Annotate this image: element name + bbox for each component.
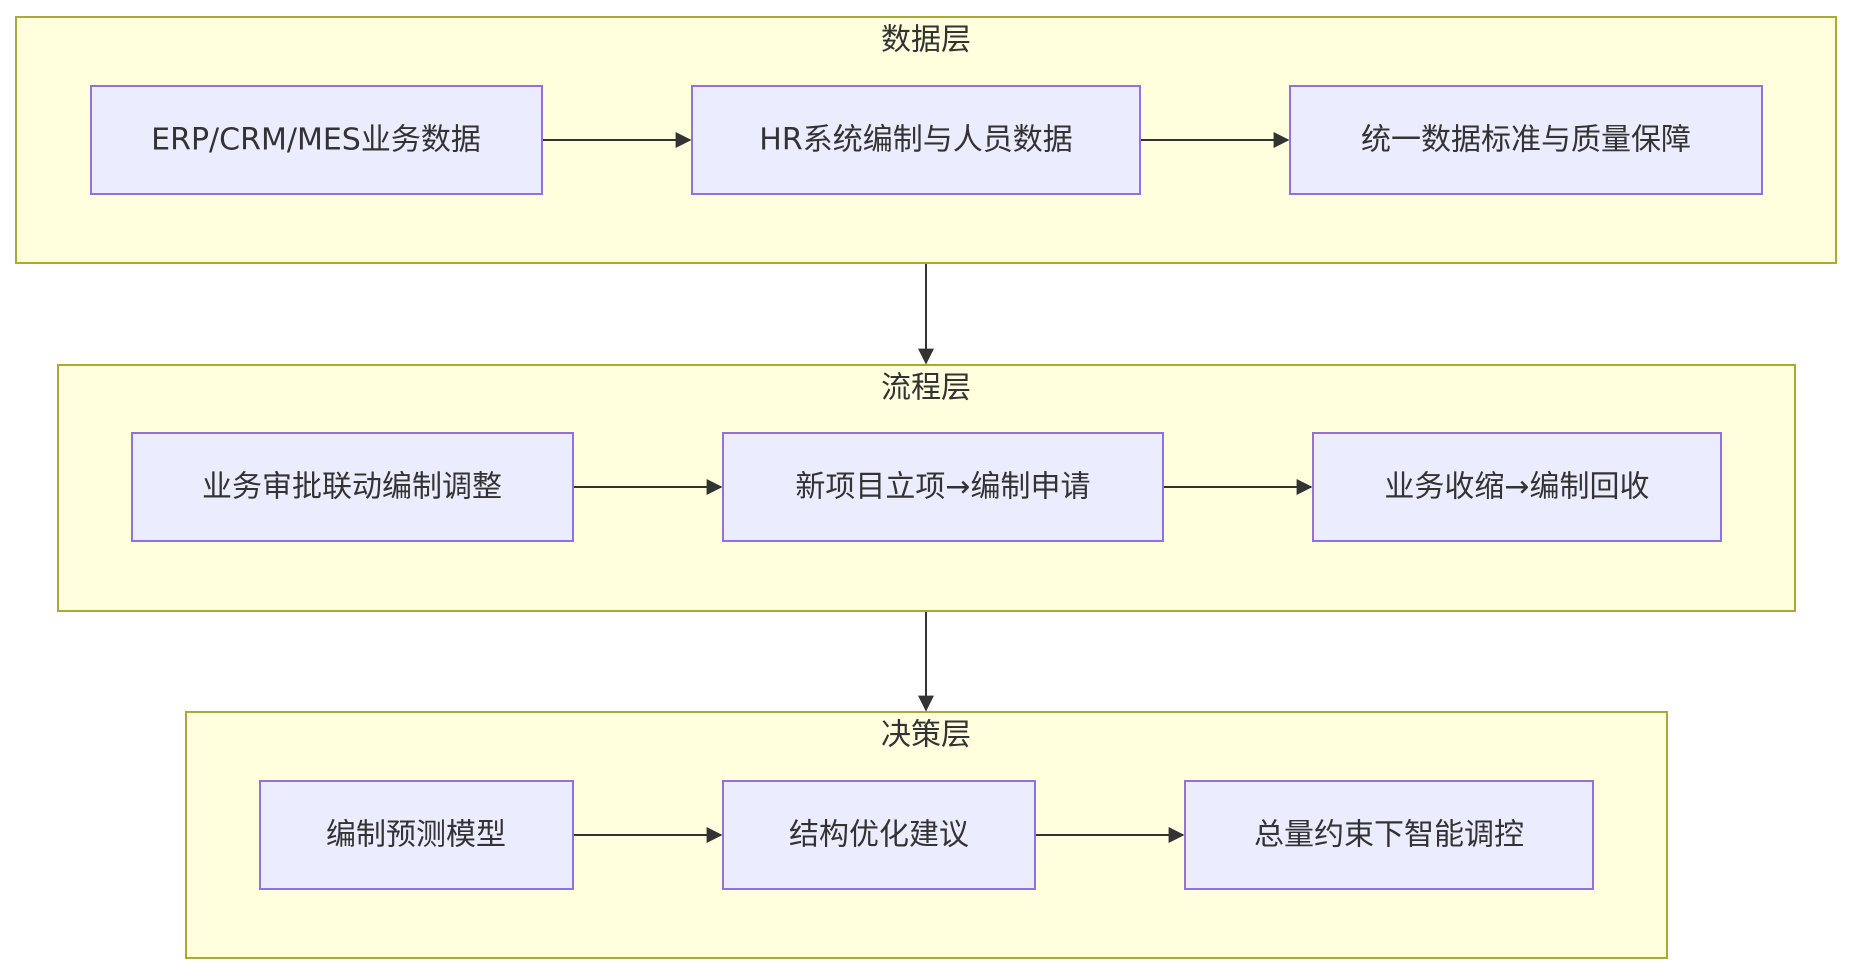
node-forecast-model-box xyxy=(259,780,574,890)
node-business-shrink: 业务收缩→编制回收 xyxy=(1312,432,1722,542)
node-data-standard: 统一数据标准与质量保障 xyxy=(1289,85,1763,195)
node-business-shrink-label: 业务收缩→编制回收 xyxy=(1384,470,1649,505)
node-intelligent-control: 总量约束下智能调控 xyxy=(1184,780,1594,890)
node-approval-linkage-box xyxy=(131,432,574,542)
node-hr-system-box xyxy=(691,85,1141,195)
node-erp-crm-mes: ERP/CRM/MES业务数据 xyxy=(90,85,543,195)
node-structure-optimize-label: 结构优化建议 xyxy=(789,818,969,853)
node-data-standard-box xyxy=(1289,85,1763,195)
node-new-project: 新项目立项→编制申请 xyxy=(722,432,1164,542)
node-intelligent-control-box xyxy=(1184,780,1594,890)
node-business-shrink-box xyxy=(1312,432,1722,542)
node-approval-linkage-label: 业务审批联动编制调整 xyxy=(202,470,502,505)
node-new-project-label: 新项目立项→编制申请 xyxy=(795,470,1090,505)
layer-process-title: 流程层 xyxy=(881,371,971,406)
edges xyxy=(542,132,1313,843)
node-structure-optimize-box xyxy=(722,780,1036,890)
node-hr-system-label: HR系统编制与人员数据 xyxy=(759,123,1072,158)
layer-decision-title: 决策层 xyxy=(881,718,971,753)
node-hr-system: HR系统编制与人员数据 xyxy=(691,85,1141,195)
layer-data-title: 数据层 xyxy=(881,23,971,58)
node-new-project-box xyxy=(722,432,1164,542)
node-intelligent-control-label: 总量约束下智能调控 xyxy=(1254,818,1524,853)
node-approval-linkage: 业务审批联动编制调整 xyxy=(131,432,574,542)
node-structure-optimize: 结构优化建议 xyxy=(722,780,1036,890)
node-forecast-model-label: 编制预测模型 xyxy=(326,818,506,853)
node-forecast-model: 编制预测模型 xyxy=(259,780,574,890)
node-erp-crm-mes-box xyxy=(90,85,543,195)
node-erp-crm-mes-label: ERP/CRM/MES业务数据 xyxy=(151,123,481,158)
node-data-standard-label: 统一数据标准与质量保障 xyxy=(1361,123,1691,158)
